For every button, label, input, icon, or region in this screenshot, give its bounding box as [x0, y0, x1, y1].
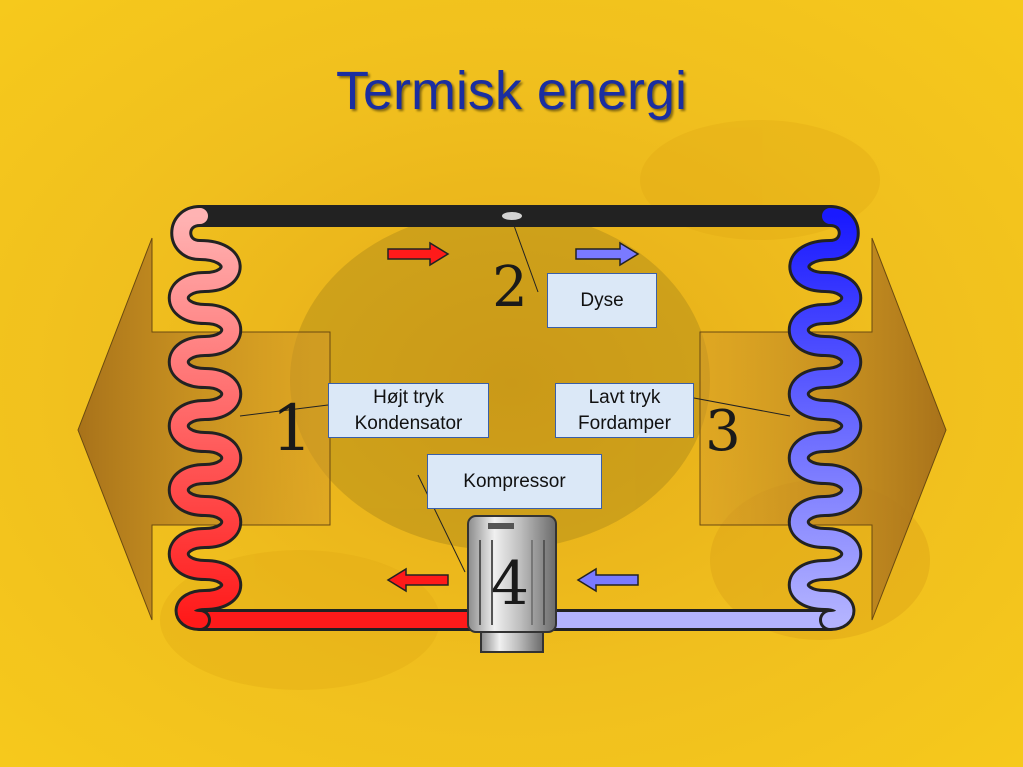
number-2: 2: [492, 255, 528, 320]
flow-arrow-top-left: [387, 241, 450, 267]
heat-in-arrow-right: [699, 237, 947, 621]
compressor: [467, 515, 557, 653]
condenser-coil: [167, 205, 243, 631]
flow-arrow-bottom-left: [386, 567, 449, 593]
number-4: 4: [491, 549, 529, 619]
leader-kondensator: [239, 404, 329, 417]
flow-arrow-top-right: [575, 241, 640, 267]
leader-kompressor: [417, 474, 466, 573]
label-dyse-text: Dyse: [580, 289, 624, 311]
label-kondensator-line2: Kondensator: [354, 412, 463, 434]
slide-title: Termisk energi: [335, 61, 688, 121]
leader-fordamper: [693, 397, 791, 417]
label-dyse: Dyse: [547, 273, 657, 328]
label-kompressor-text: Kompressor: [463, 470, 566, 492]
label-fordamper: Lavt tryk Fordamper: [555, 383, 694, 438]
label-kondensator-line1: Højt tryk: [373, 386, 444, 408]
number-3: 3: [705, 399, 741, 464]
leader-dyse: [511, 219, 539, 293]
number-1: 1: [272, 392, 313, 466]
evaporator-coil: [787, 205, 863, 631]
label-kompressor: Kompressor: [427, 454, 602, 509]
label-fordamper-line1: Lavt tryk: [588, 386, 661, 408]
label-kondensator: Højt tryk Kondensator: [328, 383, 489, 438]
flow-arrow-bottom-right: [576, 567, 639, 593]
label-fordamper-line2: Fordamper: [578, 412, 671, 434]
